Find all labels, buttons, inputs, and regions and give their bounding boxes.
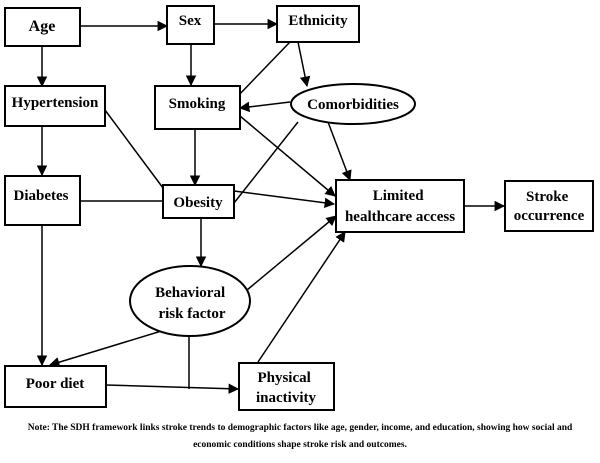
node-smoking-label: Smoking xyxy=(169,96,226,112)
node-hypertension: Hypertension xyxy=(4,85,106,127)
node-comorbidities-label: Comorbidities xyxy=(307,97,399,113)
node-poor-diet-label: Poor diet xyxy=(26,376,84,392)
node-behavioral-risk-factor-line-1: Behavioral xyxy=(155,285,225,301)
figure-note-line-2: economic conditions shape stroke risk an… xyxy=(193,440,407,450)
edge-ethnicity-comorbidities xyxy=(297,41,311,88)
node-limited-healthcare-access-label: Limited healthcare access xyxy=(345,188,455,225)
edge-behavioral-risk-factor-poor-diet xyxy=(48,328,169,368)
node-limited-healthcare-access-line-1: Limited xyxy=(373,188,424,204)
node-stroke-occurrence-line-1: Stroke xyxy=(526,189,569,205)
edge-behavioral-risk-factor-limited-healthcare-access xyxy=(246,215,337,291)
node-obesity: Obesity xyxy=(162,184,235,219)
node-obesity-label: Obesity xyxy=(173,195,223,211)
node-ethnicity: Ethnicity xyxy=(276,5,360,43)
node-physical-inactivity-line-2: inactivity xyxy=(256,390,316,406)
node-ethnicity-label: Ethnicity xyxy=(288,13,348,29)
edge-physical-inactivity-limited-healthcare-access xyxy=(257,231,346,363)
node-behavioral-risk-factor-label: Behavioral risk factor xyxy=(155,285,229,322)
node-stroke-occurrence-line-2: occurrence xyxy=(514,208,585,224)
node-sex: Sex xyxy=(166,5,215,45)
node-stroke-occurrence-label: Stroke occurrence xyxy=(514,189,585,224)
edge-ethnicity-smoking xyxy=(235,41,291,99)
node-hypertension-label: Hypertension xyxy=(12,95,99,111)
edge-poor-diet-physical-inactivity xyxy=(105,383,240,394)
edge-comorbidities-limited-healthcare-access xyxy=(327,121,352,181)
node-comorbidities: Comorbidities xyxy=(290,83,416,125)
node-age: Age xyxy=(4,7,81,47)
node-behavioral-risk-factor-line-2: risk factor xyxy=(158,306,225,322)
edge-smoking-limited-healthcare-access xyxy=(239,115,336,197)
node-diabetes: Diabetes xyxy=(4,175,81,226)
node-smoking: Smoking xyxy=(154,85,241,130)
node-limited-healthcare-access: Limited healthcare access xyxy=(335,179,465,233)
node-poor-diet: Poor diet xyxy=(4,365,107,408)
node-sex-label: Sex xyxy=(179,13,202,29)
edge-comorbidities-obesity xyxy=(233,121,299,204)
node-behavioral-risk-factor: Behavioral risk factor xyxy=(129,265,251,337)
figure-note: Note: The SDH framework links stroke tre… xyxy=(6,420,594,454)
figure-note-line-1: Note: The SDH framework links stroke tre… xyxy=(27,423,573,433)
edge-obesity-limited-healthcare-access xyxy=(233,190,336,208)
edge-hypertension-obesity xyxy=(104,109,167,193)
node-age-label: Age xyxy=(29,18,56,35)
node-physical-inactivity-line-1: Physical xyxy=(257,370,310,386)
node-physical-inactivity-label: Physical inactivity xyxy=(256,370,316,406)
node-limited-healthcare-access-line-2: healthcare access xyxy=(345,209,455,225)
node-diabetes-label: Diabetes xyxy=(14,188,69,204)
node-stroke-occurrence: Stroke occurrence xyxy=(504,180,594,232)
node-physical-inactivity: Physical inactivity xyxy=(238,362,335,411)
edge-comorbidities-smoking xyxy=(238,101,291,113)
